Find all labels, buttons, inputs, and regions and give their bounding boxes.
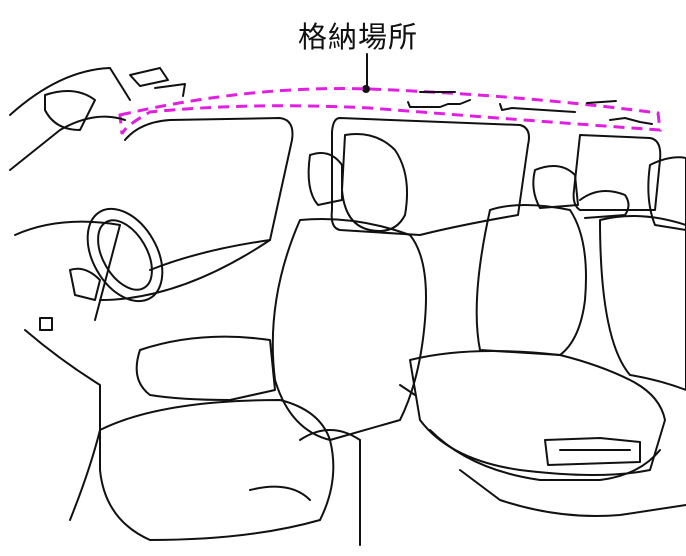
rear-window xyxy=(572,134,662,211)
steering-wheel xyxy=(69,207,164,303)
dashboard xyxy=(9,67,131,521)
callout-leader xyxy=(362,53,370,93)
second-row-seat xyxy=(399,165,686,517)
roof-console xyxy=(129,67,653,125)
third-row-seat xyxy=(599,156,686,391)
storage-area-highlight xyxy=(118,87,662,135)
middle-window xyxy=(330,117,530,236)
front-passenger-seat xyxy=(99,133,427,546)
front-window xyxy=(99,117,294,301)
storage-location-label: 格納場所 xyxy=(298,20,419,54)
